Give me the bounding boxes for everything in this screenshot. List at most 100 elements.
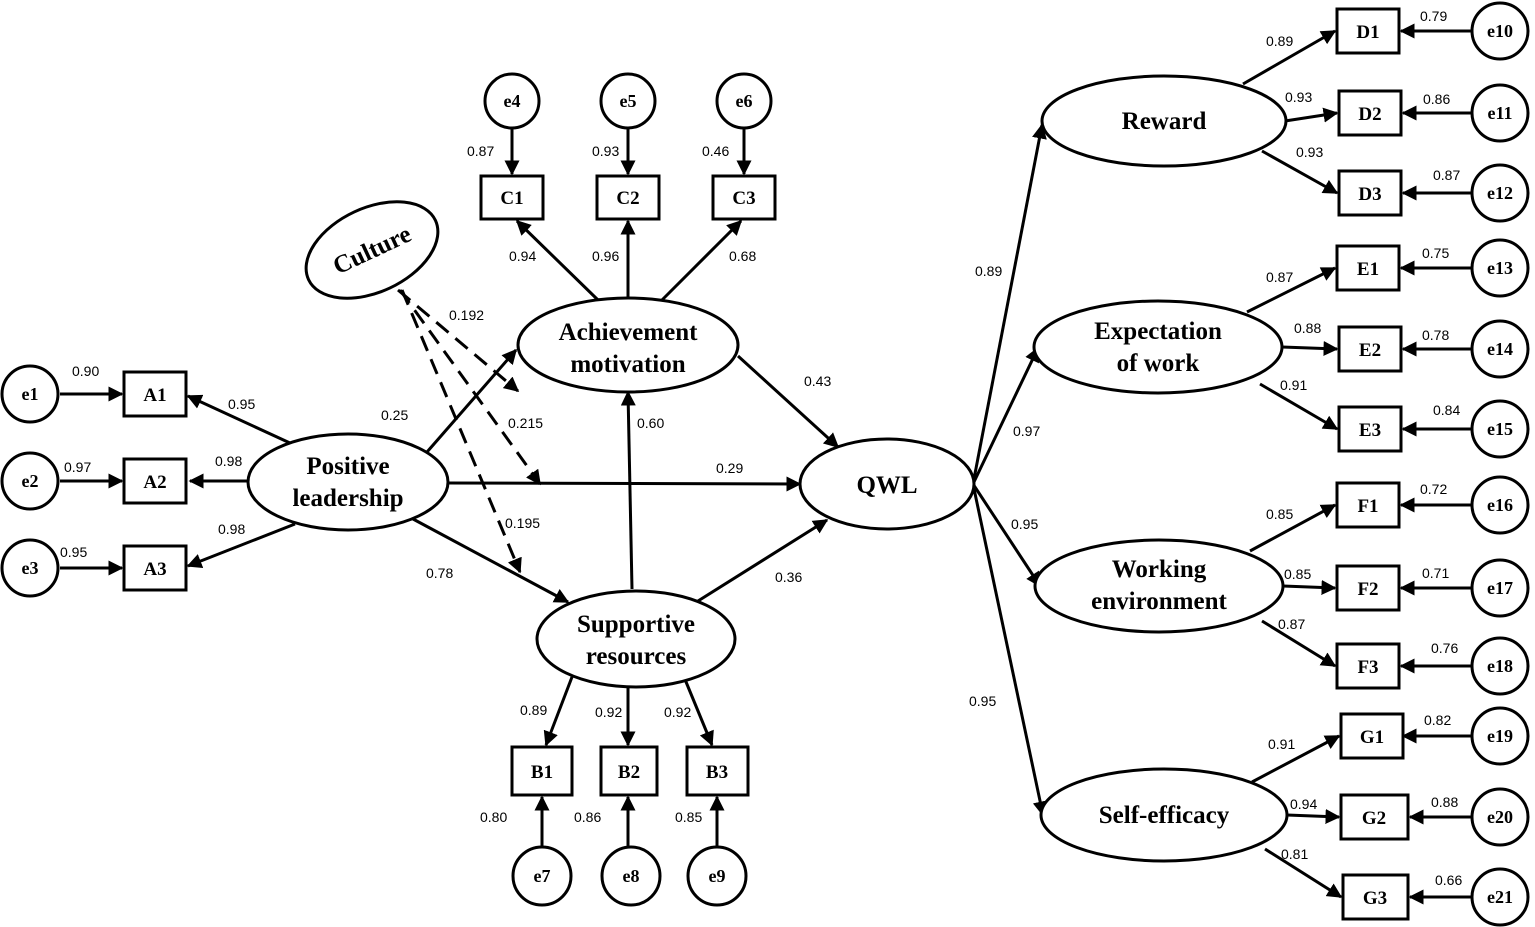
indicator-C1: C1 — [479, 174, 545, 221]
indicator-G3: G3 — [1341, 873, 1410, 921]
F3-label: F3 — [1357, 657, 1378, 678]
C2-label: C2 — [616, 188, 639, 209]
edge-AM-C3 — [660, 219, 743, 302]
indicator-F3: F3 — [1335, 642, 1401, 690]
edge-SE-G2 — [1286, 808, 1341, 824]
C1-label: C1 — [500, 188, 523, 209]
coef-QWL-RW: 0.89 — [975, 263, 1002, 279]
supportive-label-line1: Supportive — [577, 611, 695, 638]
e10-label: e10 — [1487, 21, 1513, 41]
A2-label: A2 — [143, 472, 166, 493]
coef-PL-QWL: 0.29 — [716, 460, 743, 476]
indicator-B3: B3 — [685, 745, 750, 797]
expectation-label-line1: Expectation — [1094, 318, 1222, 345]
coef-e11-D2: 0.86 — [1423, 91, 1450, 107]
coef-e18-F3: 0.76 — [1431, 640, 1458, 656]
coef-e9-B3: 0.85 — [675, 809, 702, 825]
latent-achievement-motivation: Achievement motivation — [516, 296, 740, 394]
coef-e6-C3: 0.46 — [702, 143, 729, 159]
leadership-label-line1: Positive — [306, 453, 389, 480]
error-e4: e4 — [483, 72, 541, 130]
coef-e7-B1: 0.80 — [480, 809, 507, 825]
latent-qwl: QWL — [798, 437, 976, 531]
e17-label: e17 — [1487, 578, 1513, 598]
error-e3: e3 — [0, 538, 60, 598]
edge-WE-F2 — [1282, 579, 1337, 595]
error-e1: e1 — [0, 364, 60, 424]
error-e20: e20 — [1470, 787, 1530, 847]
coef-SR-QWL: 0.36 — [775, 569, 802, 585]
reward-label: Reward — [1122, 108, 1207, 135]
e19-label: e19 — [1487, 726, 1513, 746]
e20-label: e20 — [1487, 807, 1513, 827]
culture-moderation-edges — [397, 288, 542, 574]
coef-SE-G2: 0.94 — [1290, 796, 1317, 812]
indicator-A2: A2 — [122, 457, 188, 505]
e7-label: e7 — [534, 866, 551, 886]
edge-QWL-WE — [971, 483, 1042, 588]
coef-e5-C2: 0.93 — [592, 143, 619, 159]
indicator-A1: A1 — [122, 370, 188, 418]
e15-label: e15 — [1487, 419, 1513, 439]
e1-label: e1 — [22, 384, 39, 404]
efficacy-label: Self-efficacy — [1099, 802, 1230, 829]
latent-expectation-of-work: Expectation of work — [1032, 299, 1284, 395]
coef-culture-2: 0.215 — [508, 415, 543, 431]
e11-label: e11 — [1488, 103, 1513, 123]
coef-e8-B2: 0.86 — [574, 809, 601, 825]
coef-e14-E2: 0.78 — [1422, 327, 1449, 343]
edge-culture-PLQWL — [398, 289, 542, 486]
error-e19: e19 — [1470, 706, 1530, 766]
edge-culture-AM — [397, 288, 520, 393]
F1-label: F1 — [1357, 496, 1378, 517]
edge-QWL-SE — [971, 483, 1048, 817]
latent-reward: Reward — [1040, 74, 1288, 168]
B3-label: B3 — [706, 762, 728, 783]
edge-RW-D2 — [1284, 107, 1339, 123]
latent-supportive-resources: Supportive resources — [535, 589, 737, 689]
coef-WE-F3: 0.87 — [1278, 616, 1305, 632]
coef-SR-B2: 0.92 — [595, 704, 622, 720]
indicator-D3: D3 — [1337, 169, 1403, 217]
edge-SR-AM — [620, 390, 636, 590]
E3-label: E3 — [1359, 420, 1381, 441]
A1-label: A1 — [143, 385, 166, 406]
error-e21: e21 — [1470, 867, 1530, 927]
latent-working-environment: Working environment — [1033, 538, 1285, 634]
error-e2: e2 — [0, 451, 60, 511]
achievement-label-line1: Achievement — [559, 319, 699, 346]
e9-label: e9 — [709, 866, 726, 886]
coef-culture-3: 0.195 — [505, 515, 540, 531]
e4-label: e4 — [504, 91, 521, 111]
coef-SE-G3: 0.81 — [1281, 846, 1308, 862]
E2-label: E2 — [1359, 340, 1381, 361]
edge-RW-D3 — [1261, 149, 1339, 195]
coef-EX-E1: 0.87 — [1266, 269, 1293, 285]
error-e16: e16 — [1470, 475, 1530, 535]
C3-label: C3 — [732, 188, 755, 209]
coef-e3-A3: 0.95 — [60, 544, 87, 560]
coef-RW-D3: 0.93 — [1296, 144, 1323, 160]
indicator-E2: E2 — [1337, 325, 1403, 373]
coef-PL-A3: 0.98 — [218, 521, 245, 537]
qwl-label: QWL — [856, 472, 917, 499]
achievement-label-line2: motivation — [570, 351, 685, 378]
coef-PL-A1: 0.95 — [228, 396, 255, 412]
error-e18: e18 — [1470, 636, 1530, 696]
edge-EX-E2 — [1281, 341, 1339, 357]
environment-label-line2: environment — [1091, 588, 1227, 615]
error-e15: e15 — [1470, 399, 1530, 459]
edge-PL-A1 — [186, 394, 291, 445]
G2-label: G2 — [1362, 808, 1386, 829]
edge-EX-E3 — [1259, 382, 1339, 431]
error-e7: e7 — [511, 845, 573, 907]
coef-AM-C3: 0.68 — [729, 248, 756, 264]
edge-SR-B3 — [682, 676, 714, 747]
error-e12: e12 — [1470, 163, 1530, 223]
error-e8: e8 — [600, 845, 662, 907]
F2-label: F2 — [1357, 579, 1378, 600]
coef-EX-E2: 0.88 — [1294, 320, 1321, 336]
D2-label: D2 — [1358, 104, 1381, 125]
expectation-label-line2: of work — [1117, 350, 1200, 377]
e14-label: e14 — [1487, 339, 1513, 359]
